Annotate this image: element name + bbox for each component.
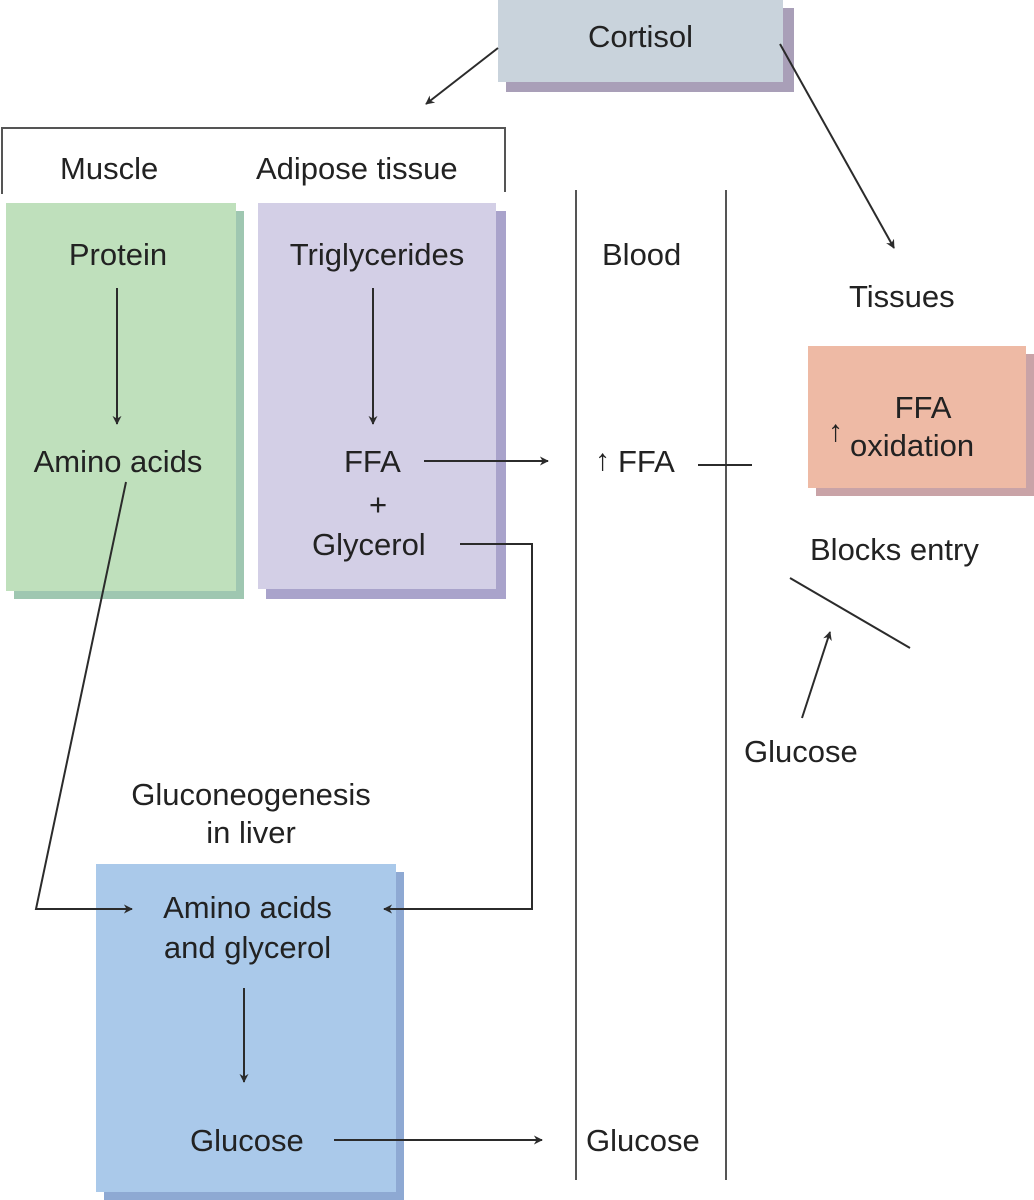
tissues-label: Tissues (849, 279, 955, 314)
ffa-oxidation-box (808, 346, 1034, 496)
cortisol-box-face (498, 0, 783, 82)
gluconeogenesis-caption-line1: Gluconeogenesis (131, 777, 371, 812)
blood-label: Blood (602, 237, 682, 272)
cortisol-box: Cortisol (498, 0, 794, 92)
gluconeogenesis-caption-line2: in liver (206, 815, 296, 850)
muscle-amino-acids-label: Amino acids (33, 444, 203, 479)
adipose-glycerol-label: Glycerol (312, 527, 426, 562)
protein-label: Protein (68, 237, 168, 272)
blood-ffa-up-arrow-icon: ↑ (595, 444, 610, 477)
blocks-entry-bar (789, 577, 911, 649)
adipose-box (258, 203, 506, 599)
liver-box (96, 864, 404, 1200)
ffa-oxidation-up-arrow-icon: ↑ (828, 415, 843, 448)
cortisol-to-muscle-adipose-arrow (425, 47, 499, 105)
tissues-glucose-label: Glucose (744, 734, 858, 769)
liver-amino-acids-line2: and glycerol (163, 930, 332, 965)
ffa-oxidation-line1: FFA (894, 390, 952, 425)
ffa-oxidation-box-face (808, 346, 1026, 488)
cortisol-label: Cortisol (587, 19, 694, 54)
adipose-header: Adipose tissue (256, 151, 458, 186)
liver-box-face (96, 864, 396, 1192)
glucose-to-block-arrow (801, 631, 832, 719)
adipose-ffa-label: FFA (344, 444, 401, 479)
cortisol-to-tissues-arrow (779, 43, 895, 249)
triglycerides-label: Triglycerides (289, 237, 465, 272)
ffa-oxidation-line2: oxidation (850, 428, 975, 463)
adipose-box-face (258, 203, 496, 589)
blood-ffa-label: FFA (618, 444, 675, 479)
blocks-entry-label: Blocks entry (810, 532, 979, 567)
muscle-header: Muscle (60, 151, 159, 186)
liver-glucose-label: Glucose (190, 1123, 304, 1158)
liver-amino-acids-line1: Amino acids (163, 890, 332, 925)
plus-label: + (369, 487, 388, 522)
blood-glucose-label: Glucose (586, 1123, 700, 1158)
